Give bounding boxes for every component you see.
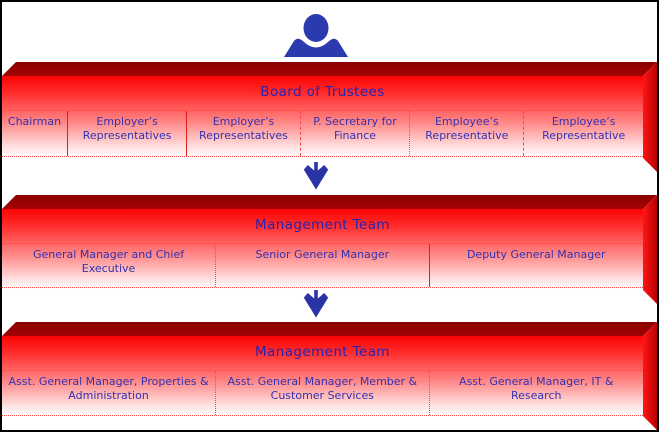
org-box-deputy-general-manager: Deputy General Manager <box>466 248 606 261</box>
org-box-chairman: Chairman <box>2 111 69 156</box>
org-box-employees-representative-1: Employee’s Representative <box>410 111 525 156</box>
down-arrow-icon <box>303 162 329 190</box>
section-title: Board of Trustees <box>260 84 385 100</box>
org-box-employers-representatives-2: Employer’s Representatives <box>187 111 301 156</box>
section-management-team-2: Management Team Asst. General Manager, P… <box>2 322 657 430</box>
section-board-of-trustees: Board of Trustees Chairman Employer’s Re… <box>2 62 657 172</box>
org-box-employees-representative-2: Employee’s Representative <box>542 115 626 142</box>
org-box-agm-member-customer-services: Asst. General Manager, Member & Customer… <box>216 371 430 415</box>
asst-management-row: Asst. General Manager, Properties & Admi… <box>2 370 643 416</box>
org-box-senior-general-manager: Senior General Manager <box>216 244 430 287</box>
org-box-employers-representatives-1: Employer’s Representatives <box>68 111 188 156</box>
slab-top-face <box>2 195 657 209</box>
slab-top-face <box>2 62 657 76</box>
slab-side-face <box>643 62 657 172</box>
section-title: Management Team <box>255 217 390 233</box>
slab-top-face <box>2 322 657 336</box>
slab-front-face: Management Team General Manager and Chie… <box>2 209 643 290</box>
org-box-p-secretary-for-finance: P. Secretary for Finance <box>301 111 411 156</box>
slab-side-face <box>643 195 657 304</box>
slab-front-face: Management Team Asst. General Manager, P… <box>2 336 643 416</box>
person-icon <box>284 14 348 57</box>
management-row: General Manager and Chief Executive Seni… <box>2 243 643 288</box>
org-box-agm-properties-administration: Asst. General Manager, Properties & Admi… <box>2 371 217 415</box>
org-box-agm-it-research: Asst. General Manager, IT & Research <box>459 375 614 402</box>
slab-front-face: Board of Trustees Chairman Employer’s Re… <box>2 76 643 158</box>
board-row: Chairman Employer’s Representatives Empl… <box>2 110 643 157</box>
down-arrow-icon <box>303 290 329 318</box>
section-title: Management Team <box>255 344 390 360</box>
org-box-general-manager-chief-executive: General Manager and Chief Executive <box>2 244 217 287</box>
slab-side-face <box>643 322 657 430</box>
section-management-team-1: Management Team General Manager and Chie… <box>2 195 657 304</box>
